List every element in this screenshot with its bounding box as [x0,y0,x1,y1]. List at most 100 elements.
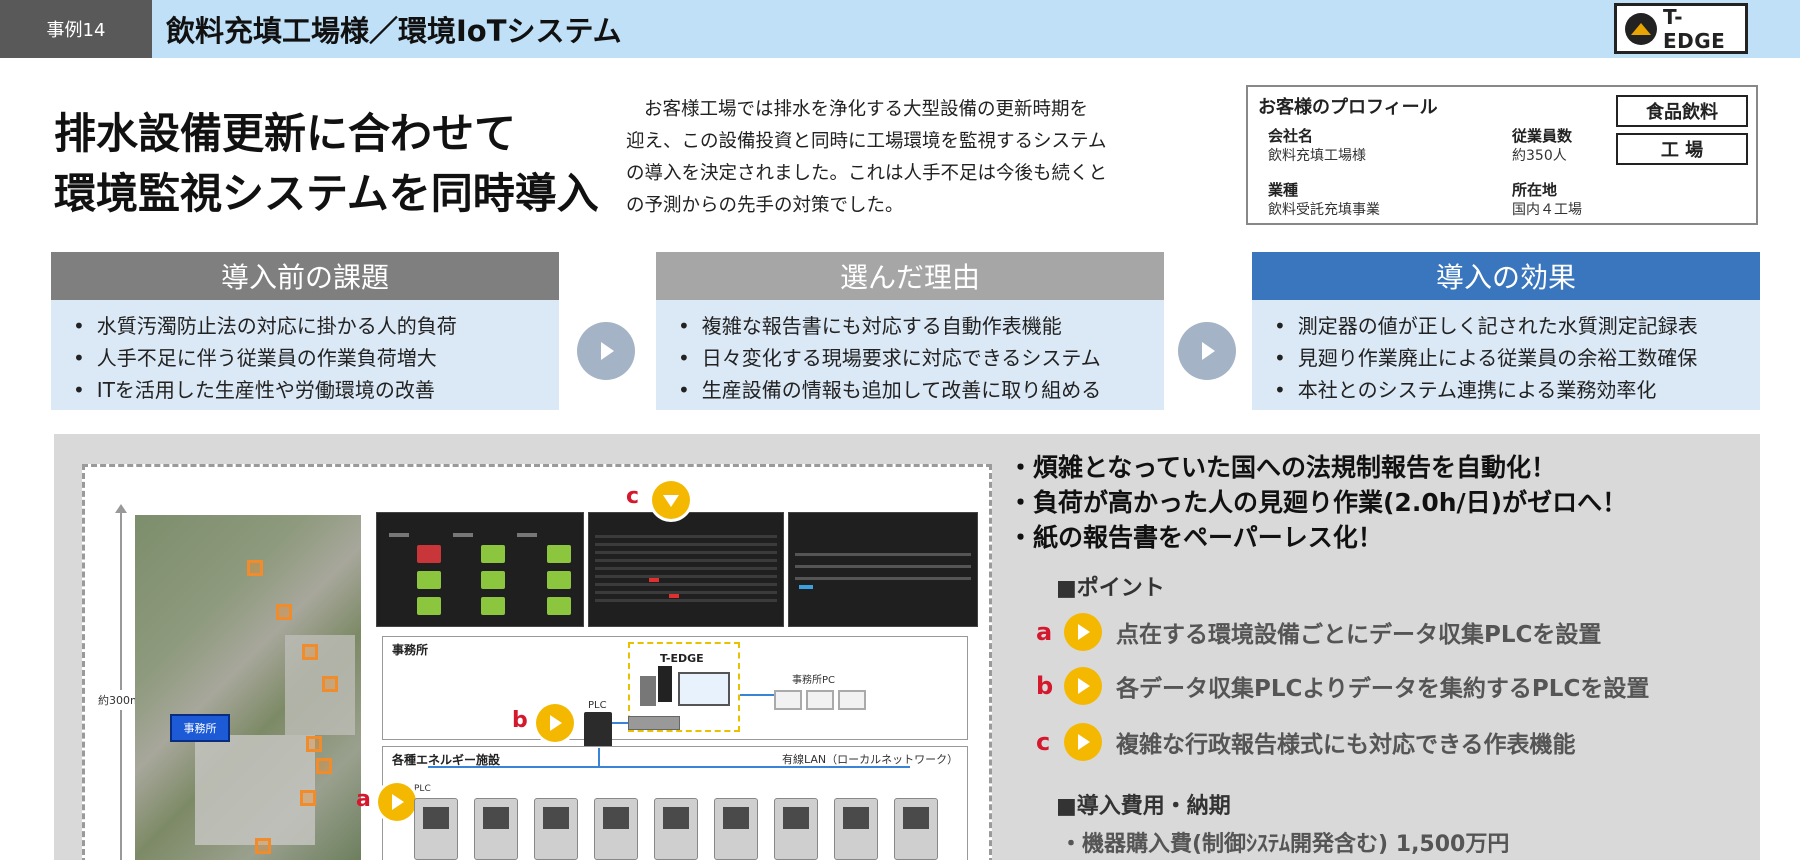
distance-axis [115,504,127,860]
office-box-label: 事務所 [392,643,429,657]
page-title: 飲料充填工場様／環境IoTシステム [166,14,622,48]
list-item: 測定器の値が正しく記された水質測定記録表 [1274,310,1760,342]
panel-reasons-list: 複雑な報告書にも対応する自動作表機能 日々変化する現場要求に対応できるシステム … [656,300,1164,406]
main-plc-icon [584,712,612,748]
network-line [612,722,628,724]
equipment-marker [255,838,271,854]
intro-paragraph: お客様工場では排水を浄化する大型設備の更新時期を 迎え、この設備投資と同時に工場… [626,94,1196,222]
point-text: 複雑な行政報告様式にも対応できる作表機能 [1116,732,1576,758]
lan-bus-line [428,766,910,768]
result-item: ・紙の報告書をペーパーレス化！ [1008,523,1383,552]
intro-line: の導入を決定されました。これは人手不足は今後も続くと [626,163,1108,184]
headline-line-1: 排水設備更新に合わせて [54,109,517,158]
list-item: 複雑な報告書にも対応する自動作表機能 [678,310,1164,342]
headline-line-2: 環境監視システムを同時導入 [54,169,599,218]
equipment-marker [322,676,338,692]
points-heading: ■ポイント [1056,576,1165,601]
point-letter: c [1036,728,1051,756]
headline: 排水設備更新に合わせて 環境監視システムを同時導入 [54,104,599,224]
network-switch-icon [628,716,680,730]
network-line [740,694,774,696]
dashboard-screenshot [376,512,584,627]
main-plc-label: PLC [588,700,607,711]
company-label: 会社名 [1268,127,1314,145]
field-plc-unit [894,798,938,860]
lan-label: 有線LAN（ローカルネットワーク） [782,753,959,766]
result-item: ・負荷が高かった人の見廻り作業(2.0h/日)がゼロへ！ [1008,488,1628,517]
panel-issues-list: 水質汚濁防止法の対応に掛かる人的負荷 人手不足に伴う従業員の作業負荷増大 ITを… [51,300,559,406]
panel-reasons-title: 選んだ理由 [656,252,1164,300]
intro-line: お客様工場では排水を浄化する大型設備の更新時期を [644,99,1089,120]
distance-label: 約300m [98,690,141,710]
intro-line: 迎え、この設備投資と同時に工場環境を監視するシステム [626,131,1107,152]
cost-line: ・機器購入費(制御ｼｽﾃﾑ開発含む) 1,500万円 [1060,832,1510,857]
point-row-b: b 各データ収集PLCよりデータを集約するPLCを設置 [1036,666,1649,706]
industry-value: 飲料受託充填事業 [1268,202,1380,218]
play-marker-icon [1064,613,1102,651]
field-plc-unit [774,798,818,860]
point-text: 各データ収集PLCよりデータを集約するPLCを設置 [1116,676,1650,702]
office-map-label: 事務所 [170,714,230,742]
marker-a-icon [378,783,416,821]
customer-profile: お客様のプロフィール 会社名 飲料充填工場様 従業員数 約350人 業種 飲料受… [1246,85,1758,225]
marker-c-icon [652,481,690,519]
play-marker-icon [1064,667,1102,705]
point-text: 点在する環境設備ごとにデータ収集PLCを設置 [1116,622,1602,648]
equipment-marker [316,758,332,774]
list-item: 見廻り作業廃止による従業員の余裕工数確保 [1274,342,1760,374]
point-row-a: a 点在する環境設備ごとにデータ収集PLCを設置 [1036,612,1601,652]
office-pc-label: 事務所PC [792,675,836,686]
play-marker-icon [1064,723,1102,761]
equipment-marker [306,736,322,752]
office-pc-icon [806,690,834,710]
report-table-screenshot [588,512,784,627]
arrow-right-icon [1178,322,1236,380]
marker-letter-c: c [626,484,640,509]
industry-label: 業種 [1268,181,1299,199]
panel-effects: 導入の効果 測定器の値が正しく記された水質測定記録表 見廻り作業廃止による従業員… [1252,252,1760,410]
field-plc-unit [834,798,878,860]
industry-tag: 食品飲料 [1616,95,1748,127]
point-letter: a [1036,618,1053,646]
intro-line: の予測からの先手の対策でした。 [626,195,904,216]
equipment-marker [300,790,316,806]
marker-letter-b: b [512,708,528,733]
cost-heading: ■導入費用・納期 [1056,794,1231,819]
location-label: 所在地 [1512,181,1558,199]
list-item: 本社とのシステム連携による業務効率化 [1274,374,1760,406]
equipment-marker [247,560,263,576]
list-item: ITを活用した生産性や労働環境の改善 [73,374,559,406]
energy-facility-label: 各種エネルギー施設 [392,753,501,767]
employees-value: 約350人 [1512,148,1567,164]
plc-label: PLC [414,784,431,794]
location-value: 国内４工場 [1512,202,1582,218]
list-item: 人手不足に伴う従業員の作業負荷増大 [73,342,559,374]
case-number-label: 事例14 [0,0,152,58]
field-plc-unit [534,798,578,860]
field-plc-unit [714,798,758,860]
pc-tower-icon [658,666,672,702]
profile-title: お客様のプロフィール [1258,97,1438,118]
system-settings-screenshot [788,512,978,627]
facility-tag: 工 場 [1616,133,1748,165]
arrow-right-icon [577,322,635,380]
equipment-marker [276,604,292,620]
company-logo: T-EDGE [1614,3,1748,54]
marker-letter-a: a [356,787,371,812]
point-row-c: c 複雑な行政報告様式にも対応できる作表機能 [1036,722,1576,762]
logo-mark-icon [1625,12,1657,45]
results-list: ・煩雑となっていた国への法規制報告を自動化！ ・負荷が高かった人の見廻り作業(2… [1008,450,1627,555]
server-icon [640,676,656,706]
panel-effects-title: 導入の効果 [1252,252,1760,300]
field-plc-unit [414,798,458,860]
result-item: ・煩雑となっていた国への法規制報告を自動化！ [1008,453,1557,482]
list-item: 日々変化する現場要求に対応できるシステム [678,342,1164,374]
list-item: 生産設備の情報も追加して改善に取り組める [678,374,1164,406]
list-item: 水質汚濁防止法の対応に掛かる人的負荷 [73,310,559,342]
field-plc-unit [654,798,698,860]
office-pc-icon [838,690,866,710]
field-plc-unit [594,798,638,860]
panel-reasons: 選んだ理由 複雑な報告書にも対応する自動作表機能 日々変化する現場要求に対応でき… [656,252,1164,410]
panel-effects-list: 測定器の値が正しく記された水質測定記録表 見廻り作業廃止による従業員の余裕工数確… [1252,300,1760,406]
company-value: 飲料充填工場様 [1268,148,1366,164]
